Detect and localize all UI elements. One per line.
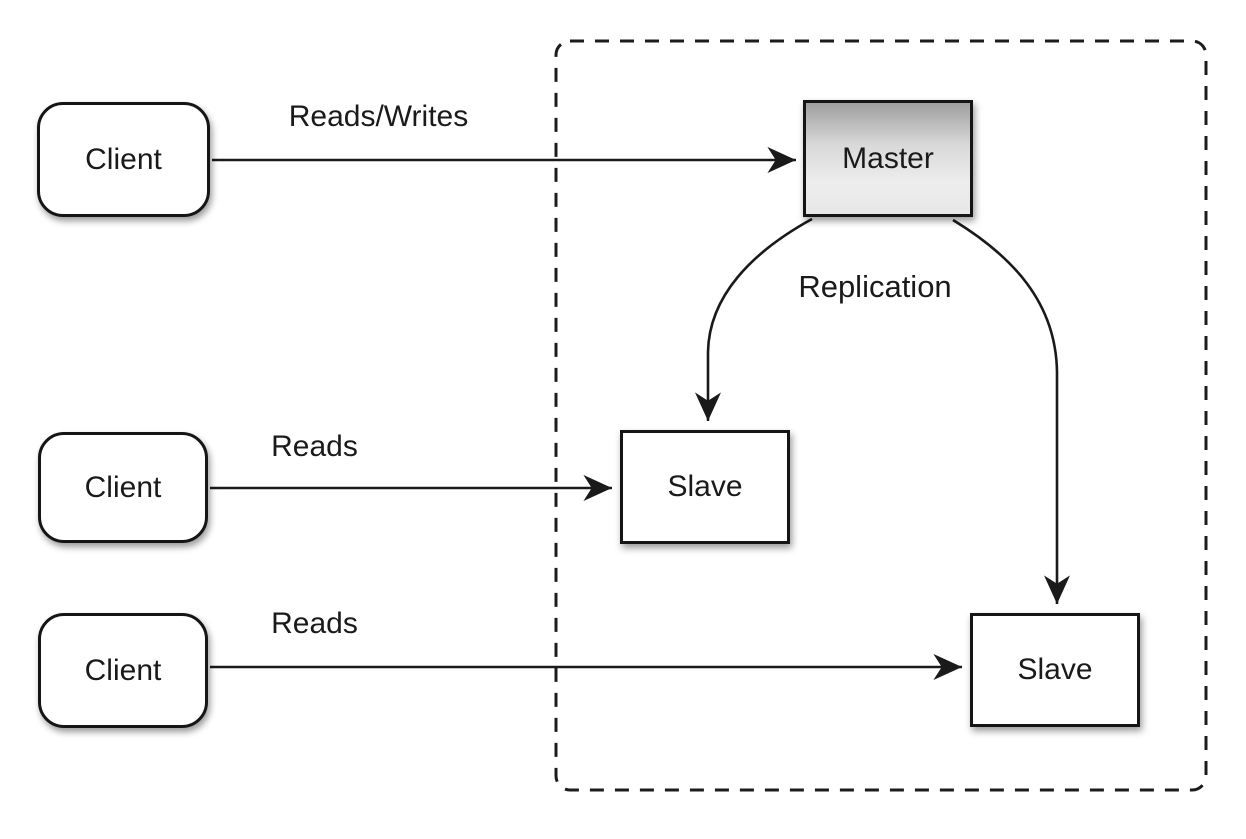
- node-client-3-label: Client: [84, 653, 162, 687]
- node-client-1: Client: [37, 102, 210, 217]
- edge-label-replication: Replication: [798, 269, 952, 304]
- node-slave-2-label: Slave: [1017, 653, 1093, 686]
- edge-label-reads-middle: Reads: [271, 430, 358, 463]
- node-slave-1-label: Slave: [667, 470, 743, 503]
- node-slave-1: Slave: [620, 430, 790, 544]
- node-client-3: Client: [38, 613, 208, 728]
- replication-arrow-left: [695, 217, 813, 421]
- node-client-1-label: Client: [85, 142, 162, 176]
- edge-label-reads-writes: Reads/Writes: [288, 100, 469, 133]
- node-master-label: Master: [842, 141, 934, 175]
- replication-group-boundary: [554, 39, 1208, 792]
- node-master: Master: [803, 100, 973, 217]
- node-client-2-label: Client: [84, 470, 162, 504]
- node-client-2: Client: [38, 432, 208, 543]
- node-slave-2: Slave: [970, 613, 1140, 727]
- replication-arrow-right: [952, 218, 1070, 604]
- edge-label-reads-bottom: Reads: [271, 607, 358, 640]
